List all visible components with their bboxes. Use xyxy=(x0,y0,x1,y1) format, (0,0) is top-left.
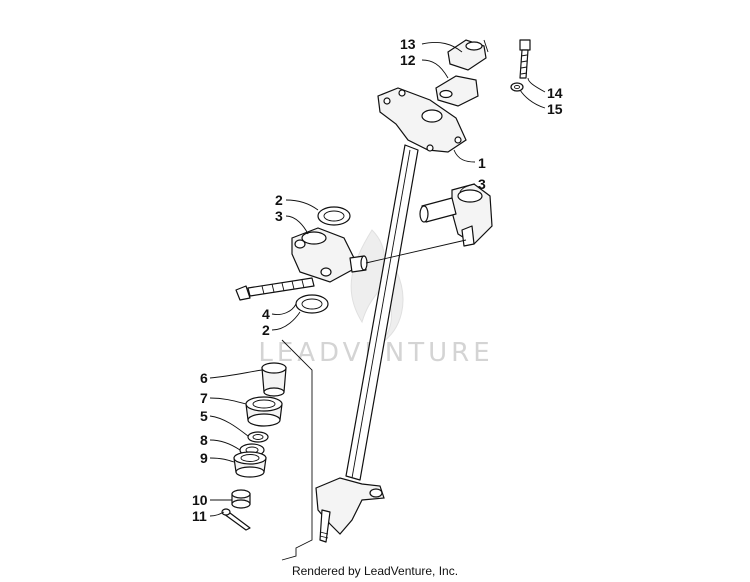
steering-post-part xyxy=(315,87,467,543)
callout-8: 8 xyxy=(200,432,208,448)
seal-bottom-part xyxy=(295,294,329,314)
leader-lines xyxy=(209,41,546,517)
bearing-cup-part xyxy=(261,362,287,397)
castle-nut-part xyxy=(231,489,251,509)
callout-10: 10 xyxy=(192,492,208,508)
callout-14: 14 xyxy=(547,85,563,101)
callout-5: 5 xyxy=(200,408,208,424)
callout-2-bottom: 2 xyxy=(262,322,270,338)
washer-part xyxy=(510,82,524,92)
callout-9: 9 xyxy=(200,450,208,466)
centerline-box xyxy=(281,339,313,561)
thrust-washer-part xyxy=(247,431,269,443)
callout-4: 4 xyxy=(262,306,270,322)
bushing-block-left-part xyxy=(291,227,368,283)
handlebar-clamp-top-part xyxy=(447,39,489,71)
bushing-block-right-part xyxy=(419,183,493,247)
render-credit: Rendered by LeadVenture, Inc. xyxy=(291,564,459,578)
callout-15: 15 xyxy=(547,101,563,117)
callout-13: 13 xyxy=(400,36,416,52)
long-bolt-part xyxy=(235,277,315,301)
callout-7: 7 xyxy=(200,390,208,406)
seal-top-part xyxy=(317,206,351,226)
callout-3-left: 3 xyxy=(275,208,283,224)
callout-6: 6 xyxy=(200,370,208,386)
clamp-bolt-part xyxy=(519,39,531,79)
callout-12: 12 xyxy=(400,52,416,68)
bearing-housing-part xyxy=(245,396,283,427)
callout-2-top: 2 xyxy=(275,192,283,208)
callout-3-right: 3 xyxy=(478,176,486,192)
handlebar-clamp-bottom-part xyxy=(435,75,479,107)
callout-11: 11 xyxy=(192,508,207,524)
axis-leader-line xyxy=(365,239,467,264)
cotter-pin-part xyxy=(221,508,251,531)
lower-bearing-part xyxy=(233,451,267,478)
callout-labels: 13 12 14 15 1 3 2 3 4 2 6 7 5 8 9 10 11 xyxy=(192,36,563,524)
callout-1: 1 xyxy=(478,155,486,171)
